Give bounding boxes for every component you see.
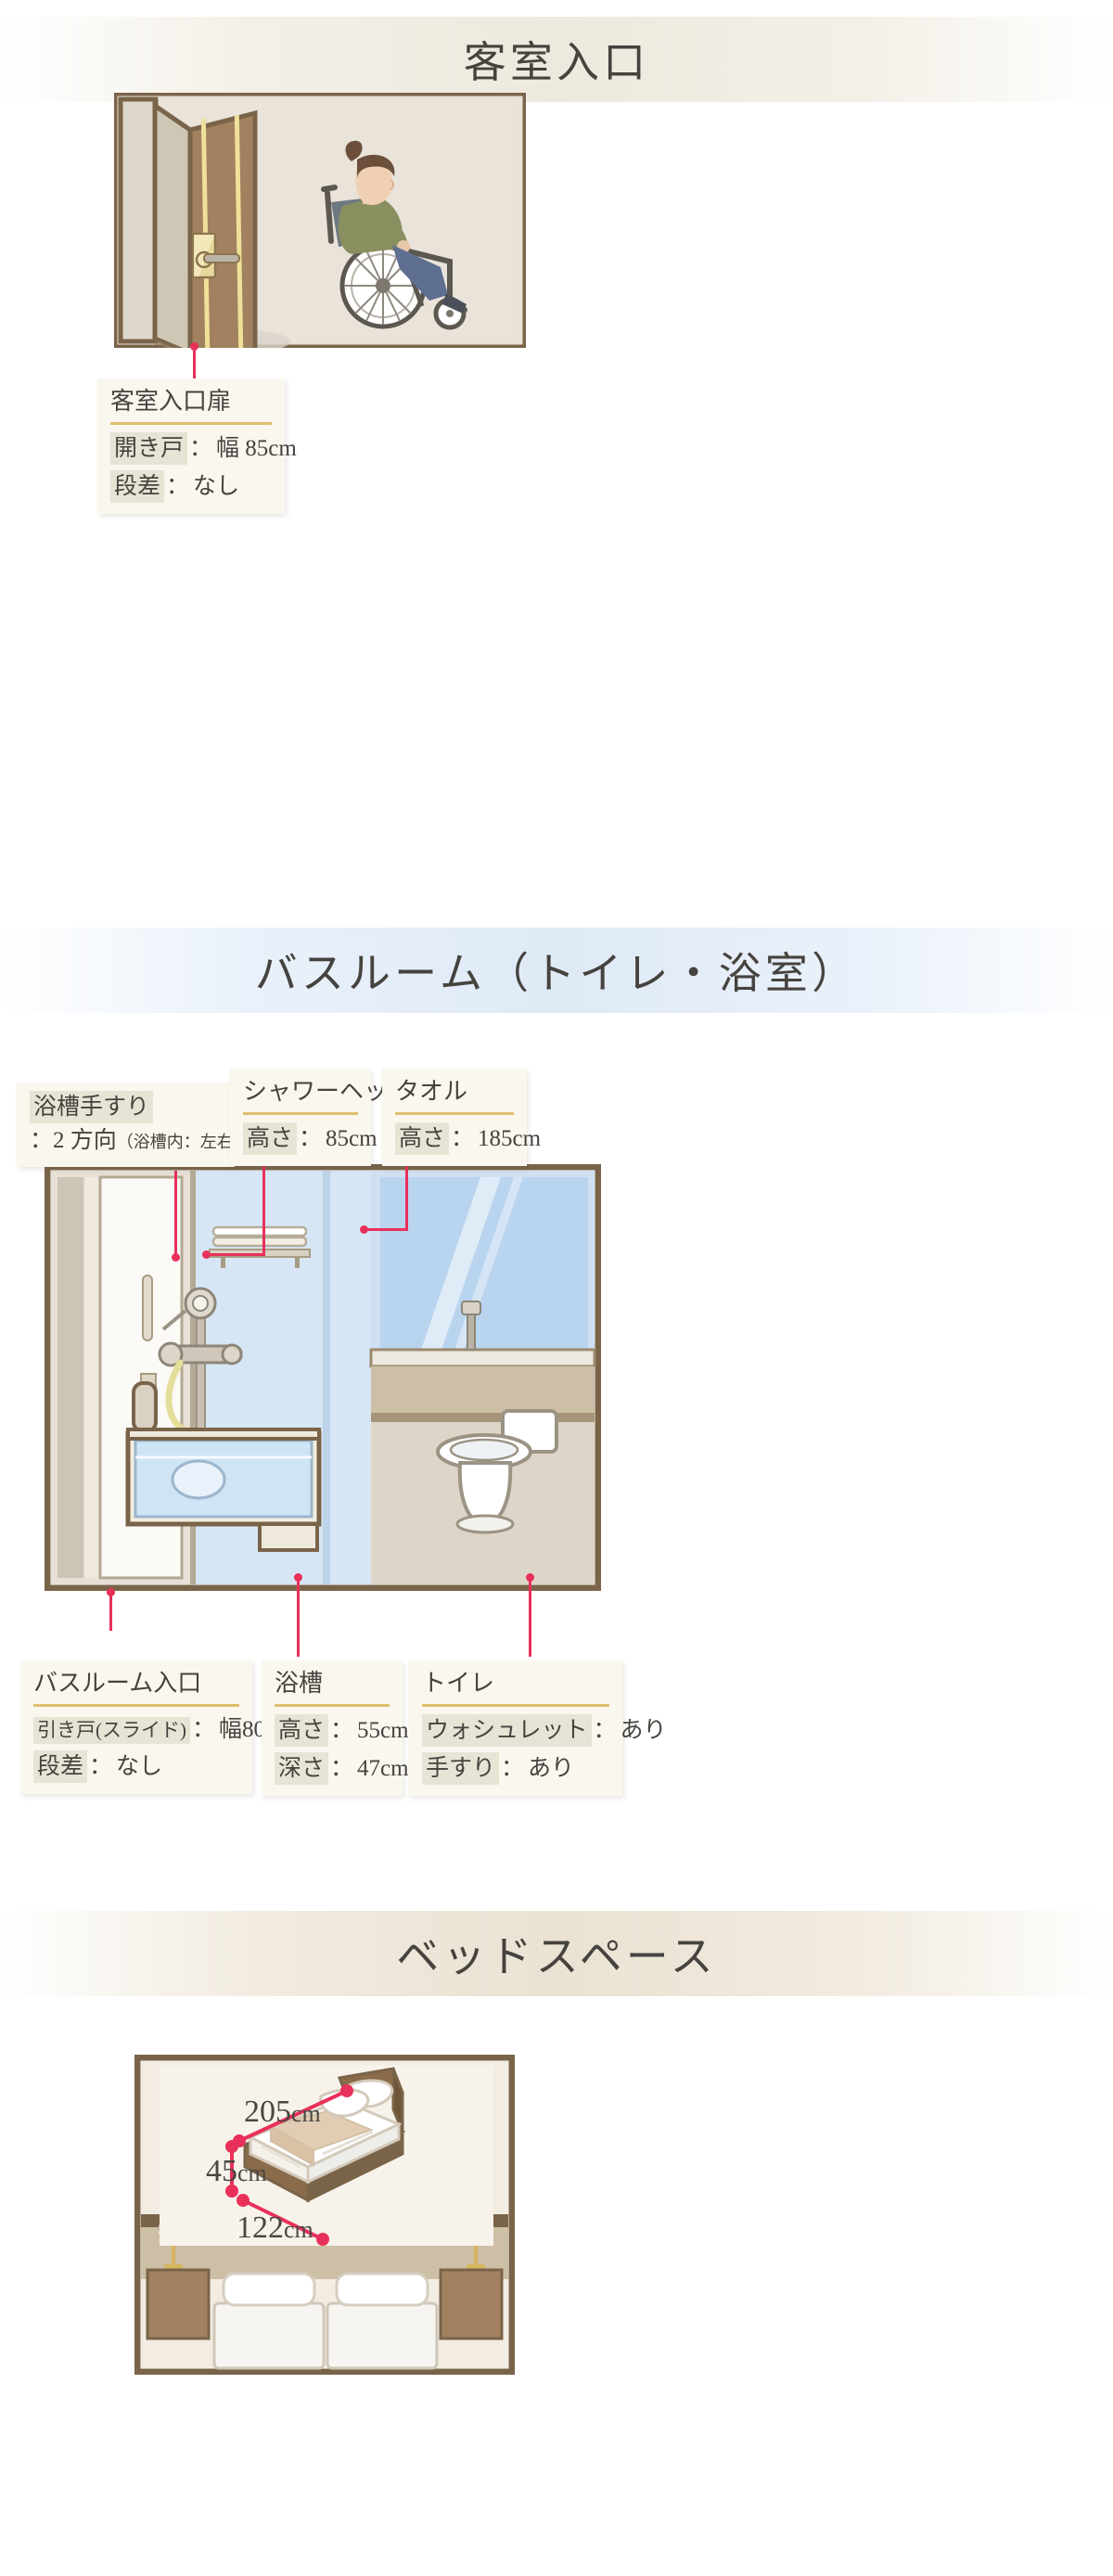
value-handrail-main: ：2 方向 <box>30 1128 117 1153</box>
leader-line-handrail <box>174 1171 177 1257</box>
value-bathtub-depth: 47cm <box>357 1755 409 1781</box>
colon-washlet: ： <box>593 1717 617 1743</box>
callout-toilet: トイレ ウォシュレット ： あり 手すり ： あり <box>409 1660 667 1796</box>
chip-door-type-label: 開き戸 <box>110 431 188 465</box>
dim-unit-bed-width: cm <box>284 2216 313 2243</box>
colon-toilet-handrail: ： <box>501 1755 525 1781</box>
colon-towel-height: ： <box>451 1125 475 1151</box>
dim-value-bed-height: 45 <box>206 2154 237 2188</box>
leader-line-toilet <box>529 1577 531 1657</box>
dim-value-bed-length: 205 <box>244 2095 291 2129</box>
leader-line-bathtub <box>297 1577 300 1657</box>
leader-dot-handrail <box>172 1253 180 1262</box>
callout-row-door-type: 開き戸 ： 幅 85cm <box>110 431 297 465</box>
dim-label-bed-length: 205cm <box>244 2095 321 2130</box>
leader-line-shower-horz <box>206 1253 265 1256</box>
illustration-bed-dimensions <box>160 2065 493 2246</box>
callout-row-washlet: ウォシュレット ： あり <box>422 1713 667 1747</box>
leader-line-bath-entrance <box>109 1592 112 1631</box>
dim-label-bed-height: 45cm <box>206 2154 267 2189</box>
leader-line-room-entrance-door <box>193 346 196 392</box>
callout-bathtub: 浴槽 高さ ： 55cm 深さ ： 47cm <box>262 1660 409 1796</box>
leader-line-shower-vert <box>262 1146 265 1255</box>
dim-unit-bed-length: cm <box>291 2100 321 2127</box>
colon-door-step: ： <box>166 473 190 499</box>
callout-row-bathtub-height: 高さ ： 55cm <box>275 1713 409 1747</box>
section-header-room-entrance: 客室入口 <box>0 17 1113 102</box>
chip-washlet-label: ウォシュレット <box>422 1713 592 1747</box>
section-title-room-entrance: 客室入口 <box>463 39 650 86</box>
value-towel-height: 185cm <box>478 1125 542 1151</box>
value-door-type: 幅 85cm <box>216 435 297 461</box>
callout-row-toilet-handrail: 手すり ： あり <box>422 1751 609 1785</box>
value-toilet-handrail: あり <box>528 1755 575 1781</box>
leader-dot-shower <box>202 1250 211 1259</box>
colon-door-type: ： <box>189 435 213 461</box>
chip-shower-height-label: 高さ <box>243 1121 298 1155</box>
chip-bath-step-label: 段差 <box>33 1749 88 1783</box>
leader-dot-towel <box>360 1225 368 1234</box>
chip-bathtub-depth-label: 深さ <box>275 1751 329 1785</box>
callout-row-handrail-value: ：2 方向 （浴槽内：左右） <box>30 1125 250 1156</box>
chip-door-step-label: 段差 <box>110 469 165 503</box>
colon-bath-door: ： <box>192 1716 216 1742</box>
callout-room-entrance-door: 客室入口扉 開き戸 ： 幅 85cm 段差 ： なし <box>97 378 297 514</box>
colon-bathtub-height: ： <box>330 1717 354 1743</box>
leader-dot-room-entrance-door <box>190 342 198 351</box>
leader-dot-bathtub <box>294 1573 302 1582</box>
value-washlet: あり <box>620 1717 667 1743</box>
bed-right <box>326 2272 439 2370</box>
value-bath-step: なし <box>116 1753 163 1779</box>
leader-line-towel-vert <box>405 1147 408 1230</box>
section-header-bed-space: ベッドスペース <box>0 1911 1113 1996</box>
callout-row-shower-height: 高さ ： 85cm <box>243 1121 377 1155</box>
section-title-bathroom: バスルーム（トイレ・浴室） <box>254 950 859 997</box>
callout-row-door-step: 段差 ： なし <box>110 469 272 503</box>
callout-row-towel-height: 高さ ： 185cm <box>395 1121 541 1155</box>
value-bathtub-height: 55cm <box>357 1717 409 1743</box>
callout-title-bathroom-entrance: バスルーム入口 <box>33 1669 239 1707</box>
value-shower-height: 85cm <box>326 1125 377 1151</box>
callout-title-room-entrance-door: 客室入口扉 <box>110 387 272 425</box>
chip-handrail-label: 浴槽手すり <box>30 1091 154 1123</box>
callout-bathroom-entrance: バスルーム入口 引き戸(スライド) ： 幅80cm 段差 ： なし <box>20 1660 294 1794</box>
callout-bathtub-handrail: 浴槽手すり ：2 方向 （浴槽内：左右） <box>17 1083 250 1167</box>
value-handrail-sub: （浴槽内：左右） <box>116 1133 250 1151</box>
callout-title-shower-head: シャワーヘッド <box>243 1077 412 1115</box>
callout-row-bath-step: 段差 ： なし <box>33 1749 239 1783</box>
callout-title-bathtub: 浴槽 <box>275 1669 390 1707</box>
illustration-bathroom <box>45 1164 601 1591</box>
chip-toilet-handrail-label: 手すり <box>422 1751 500 1785</box>
leader-line-towel-horz <box>364 1228 408 1231</box>
bathtub <box>125 1428 322 1552</box>
callout-title-toilet: トイレ <box>422 1669 609 1707</box>
section-header-bathroom: バスルーム（トイレ・浴室） <box>0 928 1113 1013</box>
leader-dot-toilet <box>526 1573 534 1582</box>
colon-bathtub-depth: ： <box>330 1755 354 1781</box>
callout-row-bath-door: 引き戸(スライド) ： 幅80cm <box>33 1714 294 1745</box>
colon-bath-step: ： <box>89 1753 113 1779</box>
chip-bathtub-height-label: 高さ <box>275 1713 329 1747</box>
callout-row-handrail-label: 浴槽手すり <box>30 1091 222 1123</box>
leader-dot-bath-entrance <box>107 1588 115 1596</box>
callout-title-towel: タオル <box>395 1077 514 1115</box>
illustration-room-entrance <box>114 93 526 348</box>
dim-label-bed-width: 122cm <box>237 2211 313 2246</box>
toilet <box>436 1409 558 1534</box>
callout-towel: タオル 高さ ： 185cm <box>382 1069 541 1166</box>
callout-row-bathtub-depth: 深さ ： 47cm <box>275 1751 409 1785</box>
value-door-step: なし <box>193 473 240 499</box>
chip-towel-height-label: 高さ <box>395 1121 450 1155</box>
section-title-bed-space: ベッドスペース <box>396 1933 717 1980</box>
colon-shower-height: ： <box>299 1125 323 1151</box>
callout-shower-head: シャワーヘッド 高さ ： 85cm <box>230 1069 412 1166</box>
dim-value-bed-width: 122 <box>237 2211 284 2245</box>
dim-unit-bed-height: cm <box>237 2159 267 2186</box>
chip-bath-door-label: 引き戸(スライド) <box>33 1716 190 1745</box>
bed-left <box>212 2272 326 2370</box>
